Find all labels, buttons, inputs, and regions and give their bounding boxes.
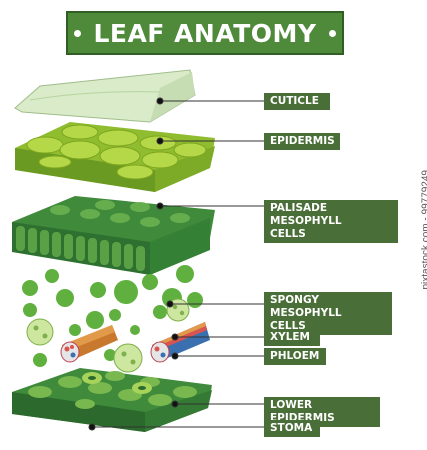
palisade-layer bbox=[12, 196, 215, 275]
label-lower-epidermis: LOWER EPIDERMIS bbox=[264, 397, 380, 427]
leader-lines bbox=[88, 97, 264, 431]
label-epidermis: EPIDERMIS bbox=[264, 133, 340, 150]
image-id-text: pixtastock.com - 99779249 bbox=[421, 170, 427, 290]
label-stoma: STOMA bbox=[264, 420, 320, 437]
label-spongy-mesophyll: SPONGY MESOPHYLL CELLS bbox=[264, 292, 392, 335]
epidermis-layer bbox=[15, 122, 215, 192]
cuticle-layer bbox=[14, 69, 196, 123]
stoma-opening bbox=[82, 372, 152, 394]
banner-pin-left bbox=[74, 29, 81, 37]
vascular-bundle-left bbox=[60, 325, 118, 363]
title-banner: LEAF ANATOMY bbox=[66, 11, 344, 55]
label-xylem: XYLEM bbox=[264, 329, 320, 346]
label-palisade-mesophyll: PALISADE MESOPHYLL CELLS bbox=[264, 200, 398, 243]
spongy-mesophyll-cells bbox=[22, 265, 203, 373]
page-title: LEAF ANATOMY bbox=[93, 18, 317, 48]
label-phloem: PHLOEM bbox=[264, 348, 326, 365]
label-cuticle: CUTICLE bbox=[264, 93, 330, 110]
lower-epidermis-layer bbox=[12, 368, 212, 432]
vascular-bundle-right bbox=[150, 322, 210, 363]
banner-pin-right bbox=[329, 29, 336, 37]
